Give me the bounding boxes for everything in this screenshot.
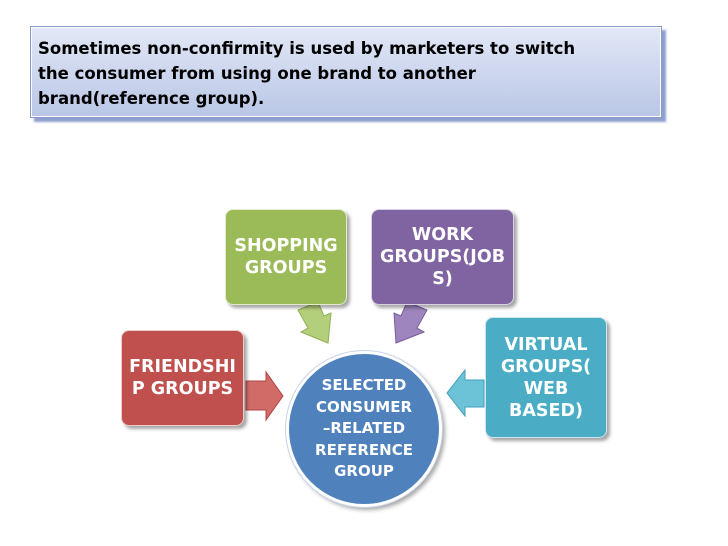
title-line-2: the consumer from using one brand to ano…	[38, 64, 476, 83]
virtual-line-1: VIRTUAL	[504, 334, 588, 355]
arrow-friendship	[245, 370, 284, 422]
shopping-groups-box: SHOPPING GROUPS	[225, 209, 347, 305]
title-banner: Sometimes non-confirmity is used by mark…	[30, 26, 662, 118]
friendship-line-1: FRIENDSHI	[129, 357, 236, 377]
title-line-3: brand(reference group).	[38, 89, 265, 108]
virtual-line-3: WEB	[523, 378, 569, 399]
work-line-2: GROUPS(JOB	[379, 247, 506, 267]
virtual-line-4: BASED)	[509, 400, 583, 421]
center-line-4: REFERENCE	[315, 440, 413, 459]
arrow-work	[393, 301, 428, 344]
shopping-line-2: GROUPS	[244, 258, 328, 278]
virtual-line-2: GROUPS(	[500, 356, 592, 377]
work-line-3: S)	[432, 269, 453, 289]
title-line-1: Sometimes non-confirmity is used by mark…	[38, 39, 576, 58]
work-line-1: WORK	[411, 225, 474, 245]
friendship-groups-box: FRIENDSHI P GROUPS	[121, 330, 244, 426]
center-line-5: GROUP	[334, 462, 394, 481]
center-line-3: –RELATED	[322, 419, 406, 438]
center-line-1: SELECTED	[321, 376, 407, 395]
center-circle: SELECTED CONSUMER –RELATED REFERENCE GRO…	[286, 351, 442, 507]
virtual-groups-box: VIRTUAL GROUPS( WEB BASED)	[485, 317, 607, 438]
friendship-line-2: P GROUPS	[131, 379, 234, 399]
shopping-line-1: SHOPPING	[234, 236, 338, 256]
work-groups-box: WORK GROUPS(JOB S)	[371, 209, 514, 305]
center-line-2: CONSUMER	[315, 397, 413, 416]
arrow-shopping	[297, 301, 332, 344]
arrow-virtual	[446, 368, 485, 418]
